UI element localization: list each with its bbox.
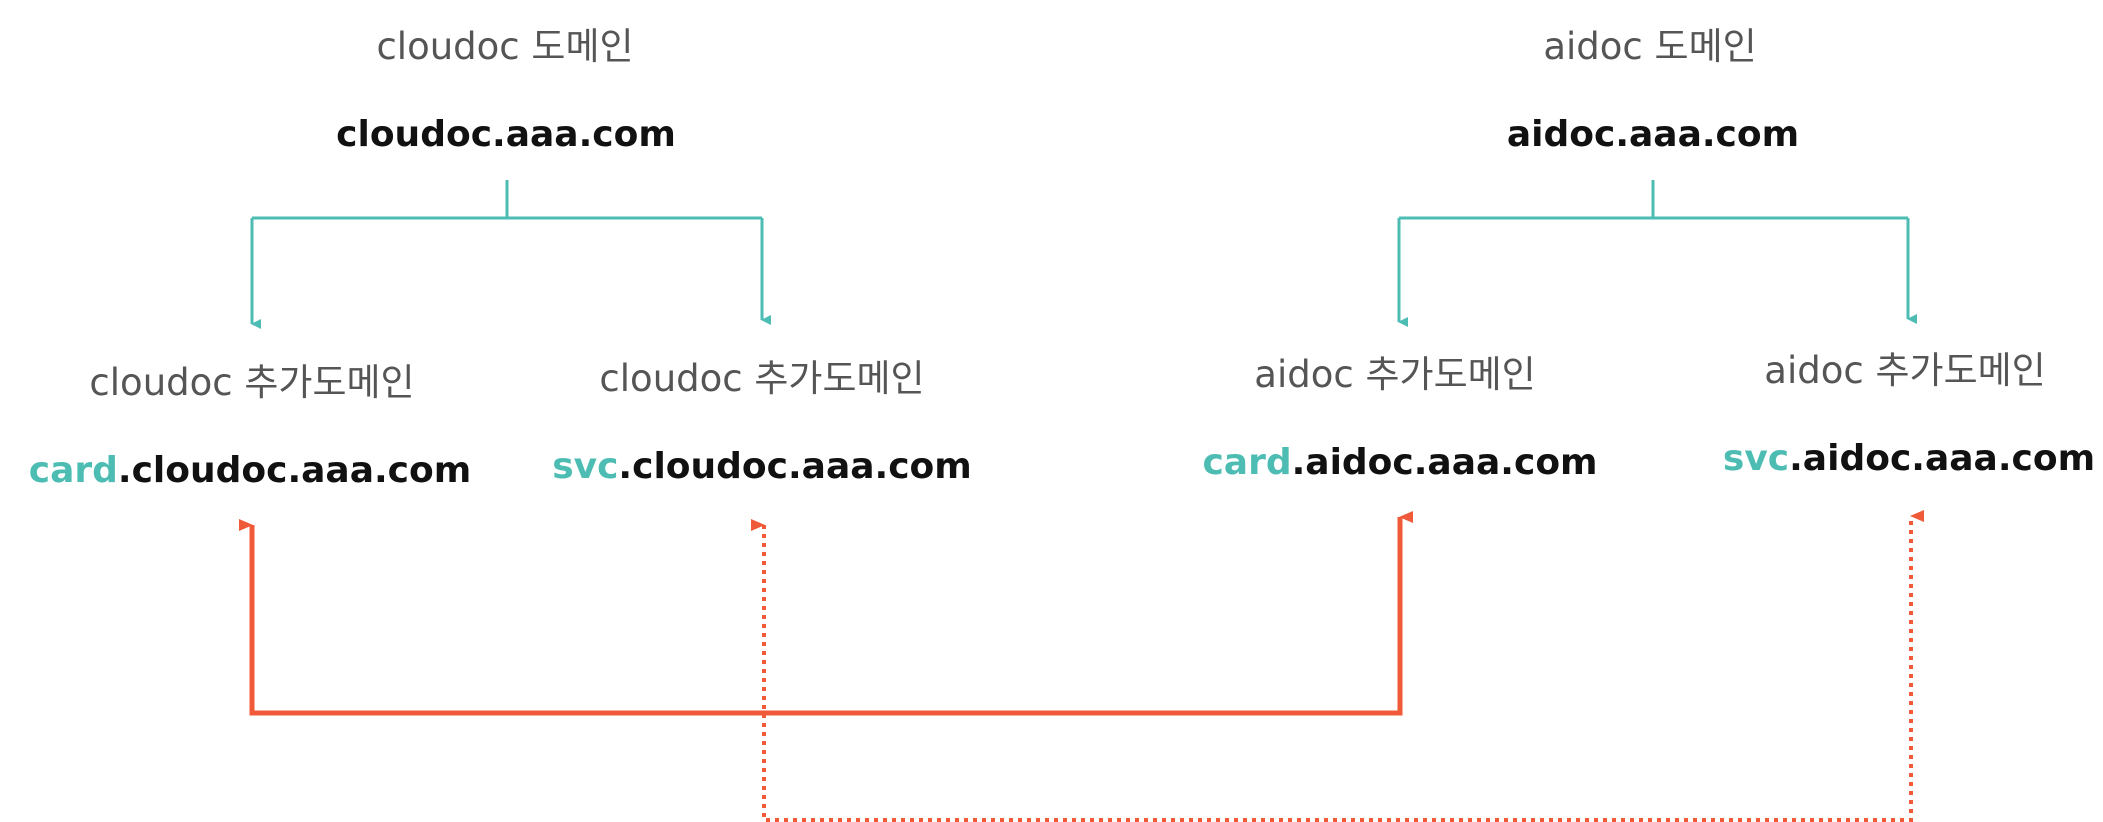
domain-suffix: .cloudoc.aaa.com (117, 450, 472, 491)
cloudoc-card-domain: card.cloudoc.aaa.com (29, 453, 472, 489)
domain-suffix: .cloudoc.aaa.com (618, 446, 972, 487)
domain-suffix: .aidoc.aaa.com (1291, 442, 1598, 483)
subdomain-prefix: svc (552, 446, 619, 487)
aidoc-svc-domain: svc.aidoc.aaa.com (1723, 441, 2095, 477)
aidoc-svc-label: aidoc 추가도메인 (1764, 349, 2046, 392)
svc-link-dotted (751, 510, 1924, 822)
aidoc-card-domain: card.aidoc.aaa.com (1202, 445, 1597, 481)
domain-suffix: .aidoc.aaa.com (1789, 438, 2096, 479)
subdomain-prefix: card (28, 450, 118, 491)
cloudoc-domain-name: cloudoc.aaa.com (336, 114, 676, 155)
cloudoc-svc-label: cloudoc 추가도메인 (599, 357, 925, 400)
subdomain-prefix: svc (1722, 438, 1790, 479)
card-link-solid (239, 511, 1413, 716)
cloudoc-tree-connector (250, 180, 771, 329)
cloudoc-svc-domain: svc.cloudoc.aaa.com (552, 449, 972, 485)
cloudoc-domain-label: cloudoc 도메인 (376, 25, 634, 68)
aidoc-tree-connector (1397, 180, 1917, 327)
cloudoc-card-label: cloudoc 추가도메인 (89, 361, 415, 404)
subdomain-prefix: card (1202, 442, 1292, 483)
aidoc-domain-name: aidoc.aaa.com (1506, 114, 1800, 155)
aidoc-card-label: aidoc 추가도메인 (1254, 353, 1536, 396)
aidoc-domain-label: aidoc 도메인 (1543, 25, 1757, 68)
